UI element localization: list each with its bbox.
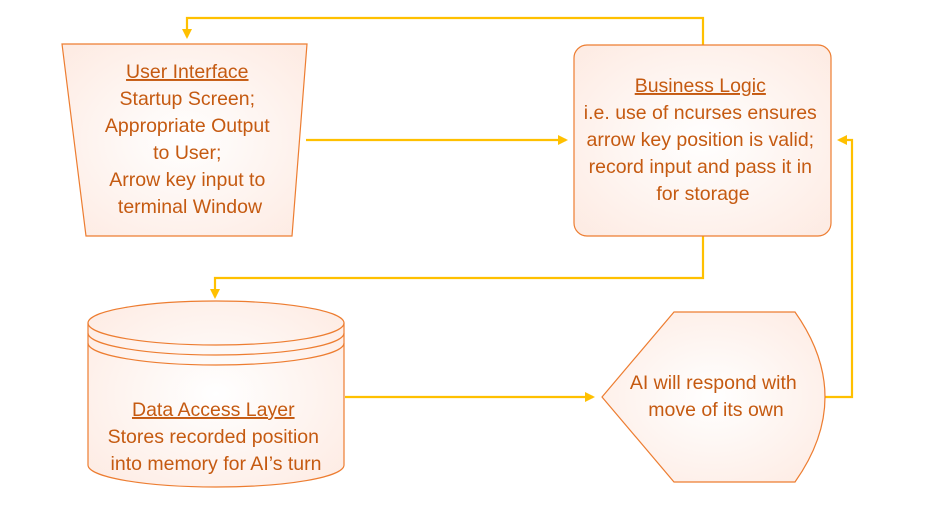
ai-response-line: AI will respond with [630,372,797,394]
ai-response-node: AI will respond with move of its own [601,311,826,483]
user-interface-shape [61,43,308,237]
data-access-layer-line: Stores recorded position [108,426,319,448]
user-interface-node: User Interface Startup Screen; Appropria… [61,43,308,237]
ai-response-text: AI will respond with move of its own [630,372,802,421]
connector-business-logic-to-user-interface [182,16,705,45]
ai-response-shape [601,311,826,483]
data-access-layer-rim [87,322,345,346]
user-interface-line: Arrow key input to [109,169,265,191]
connector-business-logic-to-data-access-layer [210,236,705,299]
user-interface-line: Appropriate Output [105,115,270,137]
data-access-layer-rim [87,342,345,366]
business-logic-line: record input and pass it in [589,156,812,178]
user-interface-text: User Interface Startup Screen; Appropria… [105,61,275,218]
user-interface-line: to User; [153,142,221,164]
business-logic-line: arrow key position is valid; [586,129,814,151]
data-access-layer-node: Data Access Layer Stores recorded positi… [87,300,345,488]
connectors [182,16,854,402]
business-logic-text: Business Logic i.e. use of ncurses ensur… [584,75,822,205]
business-logic-node: Business Logic i.e. use of ncurses ensur… [573,44,832,237]
connector-ai-to-business-logic [823,135,854,399]
business-logic-shape [573,44,832,237]
business-logic-title: Business Logic [635,75,766,97]
data-access-layer-line: into memory for AI’s turn [111,453,322,475]
business-logic-line: for storage [656,183,749,205]
business-logic-line: i.e. use of ncurses ensures [584,102,817,124]
user-interface-line: terminal Window [118,196,263,218]
data-access-layer-shape [87,300,345,488]
ai-response-line: move of its own [648,399,783,421]
user-interface-line: Startup Screen; [120,88,256,110]
data-access-layer-title: Data Access Layer [132,399,295,421]
user-interface-title: User Interface [126,61,248,83]
data-access-layer-text: Data Access Layer Stores recorded positi… [108,399,325,475]
data-access-layer-rim [87,332,345,356]
